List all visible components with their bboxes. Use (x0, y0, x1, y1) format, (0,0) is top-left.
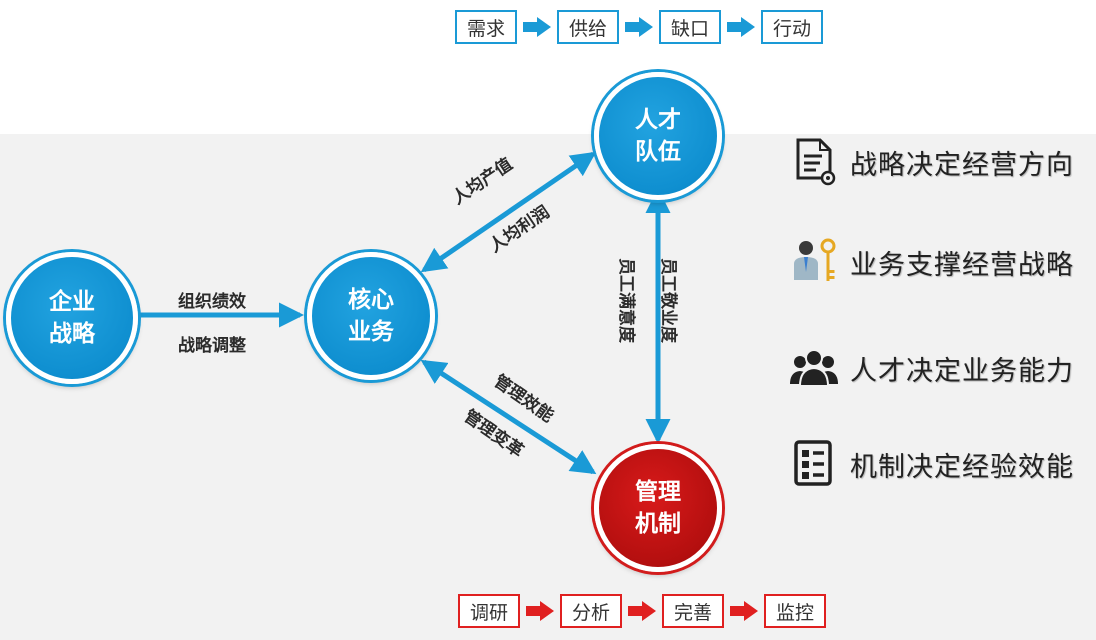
label-satisfaction: 员工满意度 (616, 258, 636, 343)
right-arrow-icon (727, 17, 756, 37)
flow-step-research: 调研 (458, 594, 521, 628)
label-org-performance: 组织绩效 (178, 292, 246, 312)
flow-step-monitor: 监控 (764, 594, 827, 628)
flow-step-gap: 缺口 (659, 10, 722, 44)
node-core-business: 核心业务 (307, 252, 435, 380)
right-arrow-icon (526, 601, 555, 621)
flow-step-demand: 需求 (455, 10, 518, 44)
label-engagement: 员工敬业度 (658, 258, 678, 343)
flow-step-analysis: 分析 (560, 594, 623, 628)
checklist-icon (794, 440, 832, 486)
node-enterprise-strategy: 企业战略 (6, 252, 138, 384)
node-talent-team: 人才队伍 (594, 72, 722, 200)
arrow-core-mechanism (420, 359, 597, 475)
flow-step-action: 行动 (761, 10, 824, 44)
right-arrow-icon (523, 17, 552, 37)
right-arrow-icon (625, 17, 654, 37)
flow-step-supply: 供给 (557, 10, 620, 44)
principle-item: 战略决定经营方向 (790, 136, 1074, 188)
businessman-key-icon (794, 238, 836, 281)
node-management-mechanism: 管理机制 (594, 444, 722, 572)
arrow-core-talent (420, 151, 597, 273)
top-process-flow: 需求 供给 缺口 行动 (455, 10, 824, 44)
flow-step-improve: 完善 (662, 594, 725, 628)
principle-item: 机制决定经验效能 (790, 438, 1074, 490)
label-strategy-adjust: 战略调整 (178, 336, 246, 356)
principle-item: 业务支撑经营战略 (790, 236, 1074, 288)
right-arrow-icon (730, 601, 759, 621)
document-gear-icon (796, 138, 836, 186)
people-group-icon (790, 349, 838, 387)
bottom-process-flow: 调研 分析 完善 监控 (458, 594, 827, 628)
right-arrow-icon (628, 601, 657, 621)
principle-item: 人才决定业务能力 (790, 342, 1074, 394)
